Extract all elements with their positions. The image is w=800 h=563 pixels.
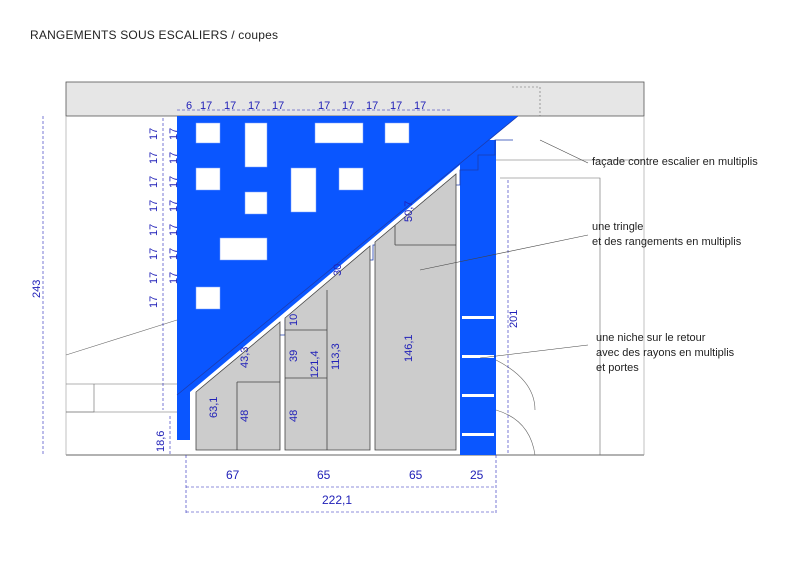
dim-left-17: 17 — [148, 296, 160, 308]
dim-left-17: 17 — [168, 224, 180, 236]
dim-48-a: 48 — [239, 410, 251, 422]
dim-left-17: 17 — [148, 128, 160, 140]
dim-top-17: 17 — [248, 100, 260, 112]
dim-left-17: 17 — [148, 152, 160, 164]
niche-text-3: et portes — [596, 362, 639, 374]
dim-1461: 146,1 — [403, 334, 415, 362]
dim-left-17: 17 — [168, 128, 180, 140]
dim-10: 10 — [288, 314, 300, 326]
dim-left-17: 17 — [168, 248, 180, 260]
dim-631: 63,1 — [208, 397, 220, 418]
facade-openings — [195, 122, 410, 310]
dim-1133: 113,3 — [330, 343, 342, 370]
dim-left-17: 17 — [168, 200, 180, 212]
dim-left-17: 17 — [168, 272, 180, 284]
dim-top-left: 6 — [186, 100, 192, 112]
dim-48-b: 48 — [288, 410, 300, 422]
niche-shelves — [462, 316, 494, 436]
dim-left-17: 17 — [148, 224, 160, 236]
dim-width-67: 67 — [226, 468, 240, 482]
dim-niche-height: 201 — [508, 310, 520, 328]
dim-top-17: 17 — [318, 100, 330, 112]
dim-30: 30 — [332, 264, 344, 276]
dim-width-total: 222,1 — [322, 493, 352, 507]
dim-width-25: 25 — [470, 468, 484, 482]
ceiling-slab — [65, 81, 645, 117]
niche-panel — [460, 140, 496, 455]
balustrade-outline — [512, 86, 541, 116]
tringle-annotation: une tringle et des rangements en multipl… — [592, 220, 741, 250]
dim-507: 50,7 — [403, 201, 415, 222]
dim-base-186: 18,6 — [155, 431, 167, 452]
dim-width-65-a: 65 — [317, 468, 331, 482]
storage-cabinets — [195, 173, 457, 451]
dim-top-17: 17 — [200, 100, 212, 112]
niche-annotation: une niche sur le retour avec des rayons … — [596, 331, 734, 376]
leader-lines — [419, 139, 589, 359]
tringle-text-2: et des rangements en multiplis — [592, 236, 742, 248]
dim-1214: 121,4 — [309, 350, 321, 378]
dim-left-17: 17 — [168, 152, 180, 164]
tringle-text-1: une tringle — [592, 221, 644, 233]
dim-top-17: 17 — [366, 100, 378, 112]
dim-left-17: 17 — [148, 176, 160, 188]
niche-text-1: une niche sur le retour — [596, 332, 706, 344]
dim-433: 43,3 — [239, 347, 251, 368]
dim-39: 39 — [288, 350, 300, 362]
dim-left-17: 17 — [148, 248, 160, 260]
dim-left-17: 17 — [148, 272, 160, 284]
landing-outline — [65, 319, 178, 413]
facade-text: façade contre escalier en multiplis — [592, 156, 758, 168]
dim-total-height: 243 — [31, 280, 43, 298]
dim-left-17: 17 — [148, 200, 160, 212]
dim-width-65-b: 65 — [409, 468, 423, 482]
dimension-lines — [42, 109, 509, 515]
door-outline — [495, 159, 644, 456]
facade-annotation: façade contre escalier en multiplis — [592, 155, 758, 170]
dim-left-17: 17 — [168, 176, 180, 188]
dim-top-17: 17 — [390, 100, 402, 112]
dim-top-17: 17 — [224, 100, 236, 112]
page-title: RANGEMENTS SOUS ESCALIERS / coupes — [30, 28, 279, 42]
dim-top-17: 17 — [342, 100, 354, 112]
niche-text-2: avec des rayons en multiplis — [596, 347, 735, 359]
dim-top-17: 17 — [414, 100, 426, 112]
dim-top-17: 17 — [272, 100, 284, 112]
